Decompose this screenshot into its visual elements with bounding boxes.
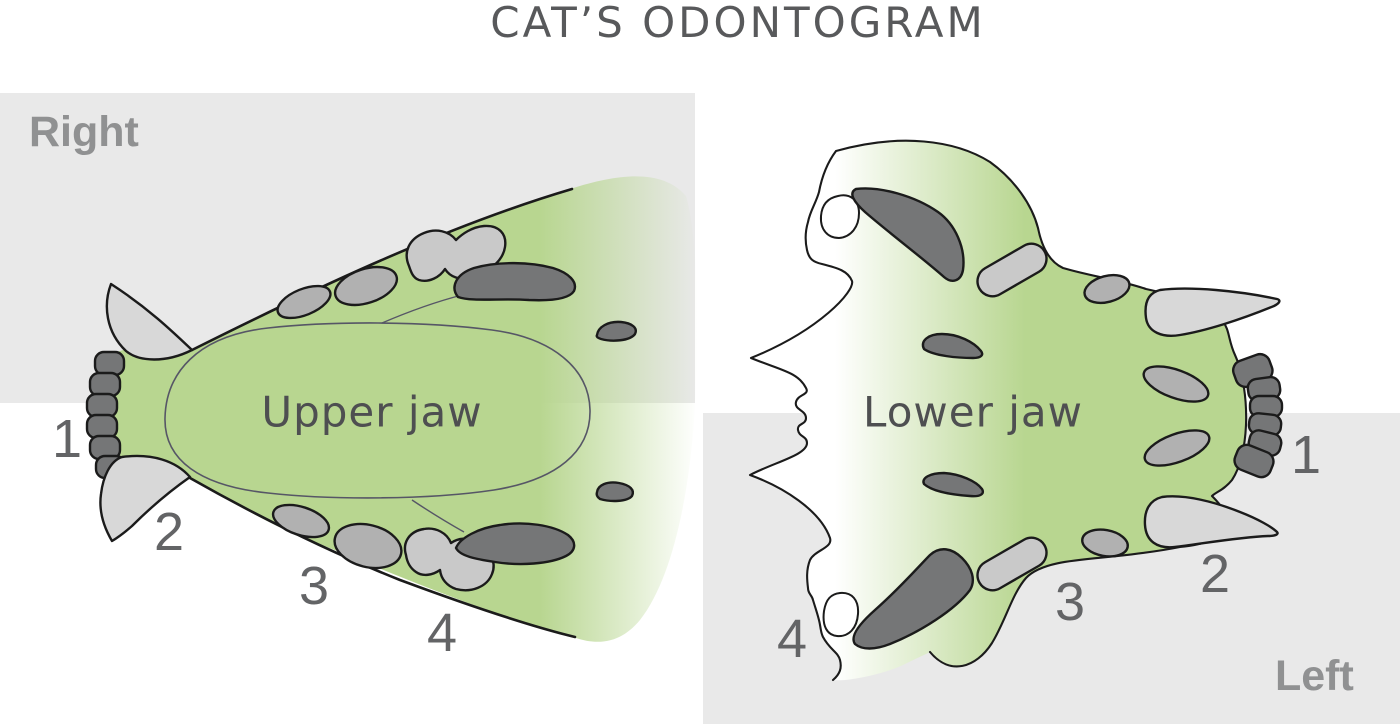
upper-premolar-tooth: [333, 265, 399, 307]
lower-jaw-outline: [748, 139, 1248, 682]
lower-premolar-tooth: [976, 242, 1048, 298]
upper-molar-tooth: [454, 522, 576, 566]
lower-tooth-number-2: 2: [1199, 544, 1231, 604]
condyle-opening-bottom: [822, 591, 860, 638]
lower-canine-tooth-bottom: [1143, 495, 1279, 549]
lower-molar-tooth: [851, 187, 965, 282]
upper-molar-tooth: [453, 261, 577, 302]
upper-tooth-number-2: 2: [153, 502, 185, 562]
left-side-label: Left: [1275, 652, 1354, 700]
lower-tooth-number-1: 1: [1290, 425, 1322, 485]
lower-premolar-tooth: [1142, 365, 1210, 403]
upper-incisors-group: [85, 350, 127, 480]
lower-small-tooth: [922, 471, 984, 498]
upper-jaw-illustration: [85, 176, 698, 642]
lower-premolar-tooth: [976, 536, 1048, 592]
upper-incisor-tooth: [85, 392, 119, 419]
lower-incisors-group: [1231, 352, 1284, 479]
upper-tooth-number-3: 3: [298, 556, 330, 616]
upper-jaw-label: Upper jaw: [261, 387, 483, 437]
lower-jaw-label: Lower jaw: [863, 387, 1083, 437]
lower-canine-tooth-top: [1144, 287, 1281, 337]
palate-suture-line-bottom: [411, 499, 465, 533]
upper-tooth-number-4: 4: [426, 603, 458, 663]
lower-jaw-illustration: [748, 139, 1284, 682]
upper-premolar-tooth: [276, 284, 332, 320]
upper-incisor-tooth: [93, 350, 126, 377]
condyle-opening-top: [819, 194, 860, 239]
upper-incisor-tooth: [85, 413, 119, 440]
lower-incisor-tooth: [1233, 443, 1275, 479]
upper-tooth-number-1: 1: [51, 409, 83, 469]
lower-premolar-tooth: [1081, 528, 1129, 558]
palate-outline: [164, 322, 591, 499]
upper-incisor-tooth: [88, 371, 122, 398]
upper-jaw-top-edge-outline: [190, 187, 574, 352]
upper-small-molar-tooth: [595, 481, 634, 503]
upper-canine-tooth-bottom: [99, 454, 192, 543]
lower-tooth-number-4: 4: [776, 609, 808, 669]
upper-premolar-tooth: [333, 522, 403, 570]
page-title: CAT’S ODONTOGRAM: [490, 0, 986, 47]
upper-premolar-tooth: [271, 503, 331, 539]
upper-jaw-bottom-edge-outline: [188, 476, 577, 639]
right-side-label: Right: [29, 108, 139, 156]
lower-premolar-tooth: [1143, 429, 1211, 467]
upper-small-molar-tooth: [595, 320, 637, 342]
lower-molar-tooth: [852, 548, 974, 650]
lower-premolar-tooth: [1083, 273, 1131, 305]
lower-tooth-number-3: 3: [1054, 572, 1086, 632]
lower-small-tooth: [921, 332, 984, 360]
palate-suture-line-top: [381, 294, 463, 324]
upper-canine-tooth-top: [105, 282, 194, 361]
